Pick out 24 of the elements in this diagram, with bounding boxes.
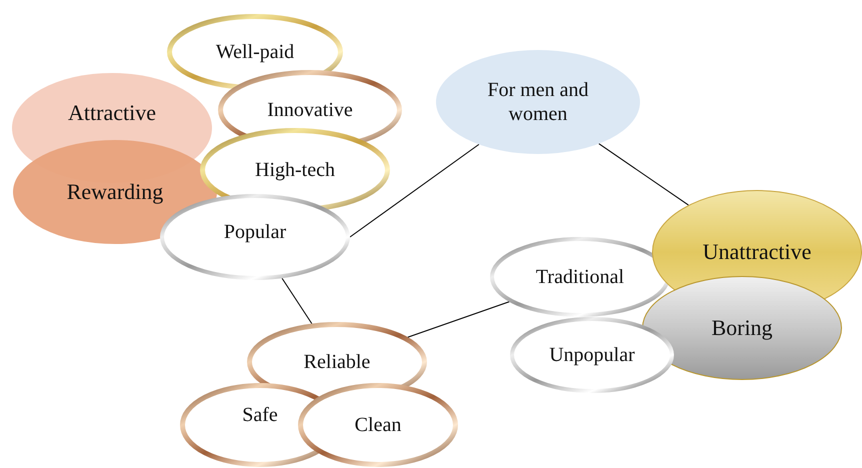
bubble-label: Rewarding xyxy=(66,178,164,206)
bubble-label: Reliable xyxy=(302,350,372,374)
word-bubble xyxy=(436,50,640,154)
word-bubble xyxy=(510,317,674,393)
word-bubble xyxy=(13,140,217,244)
connector-line xyxy=(407,301,510,338)
word-bubble xyxy=(298,383,458,467)
bubble-label: Traditional xyxy=(534,265,626,289)
word-bubble xyxy=(642,276,842,380)
bubble-label: Clean xyxy=(354,413,402,437)
bubble-label: Unpopular xyxy=(548,343,636,367)
connector-line xyxy=(350,144,480,238)
bubble-label: Boring xyxy=(710,314,774,342)
bubble-label: Unattractive xyxy=(702,238,812,266)
bubble-label: High-tech xyxy=(254,158,336,182)
connector-line xyxy=(282,278,312,324)
bubble-label: Well-paid xyxy=(214,40,296,64)
word-bubble xyxy=(490,237,670,317)
bubble-label: Innovative xyxy=(266,98,354,122)
bubble-label: Attractive xyxy=(67,100,157,126)
connector-line xyxy=(598,143,689,206)
bubble-label: Popular xyxy=(222,220,288,244)
bubble-label: Safe xyxy=(241,403,279,427)
bubble-label: For men and women xyxy=(486,78,590,126)
